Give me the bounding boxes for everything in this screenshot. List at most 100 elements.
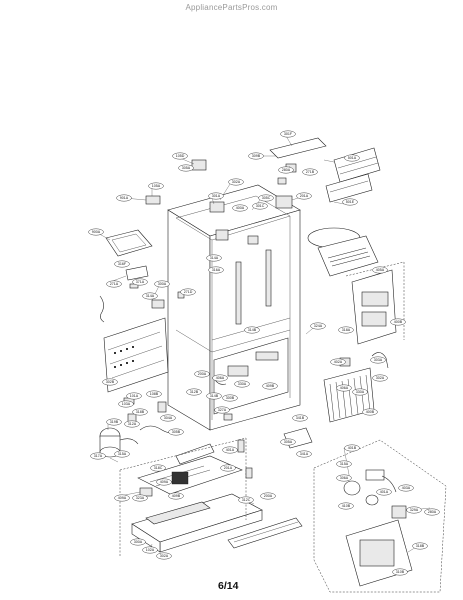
callout-text: 330A (356, 390, 365, 394)
callout-305a: 305A (280, 438, 296, 446)
callout-101a: 101A (126, 392, 142, 400)
page-number: 6/14 (218, 580, 239, 592)
callout-329a: 329A (406, 506, 422, 514)
callout-401b: 401B (344, 444, 360, 452)
callout-315a: 315A (114, 450, 130, 458)
callout-text: 108B (150, 392, 159, 396)
callout-text: 102A (146, 548, 155, 552)
callout-text: 314B (248, 328, 257, 332)
callout-text: 101A (130, 394, 139, 398)
callout-text: 305A (284, 440, 293, 444)
callout-314b: 314B (206, 392, 222, 400)
callout-text: 501A (348, 156, 357, 160)
callout-314a: 314A (206, 254, 222, 262)
callout-text: 315A (118, 452, 127, 456)
callout-310b: 310B (392, 568, 408, 576)
side-panel (103, 317, 169, 393)
top-parts (269, 137, 381, 203)
callout-501e: 501E (342, 198, 358, 206)
callout-text: 310B (396, 570, 405, 574)
callout-text: 410B (342, 504, 351, 508)
small-parts-left (99, 159, 207, 323)
callout-text: 501E (346, 200, 355, 204)
callout-text: 314A (146, 294, 155, 298)
callout-403a: 403A (398, 484, 414, 492)
evaporator-cover (307, 227, 405, 345)
callout-324a: 324A (310, 322, 326, 330)
callout-text: 409A (118, 496, 127, 500)
callout-312c: 312C (238, 496, 254, 504)
callout-300b: 300B (222, 394, 238, 402)
callout-text: 201A (300, 194, 309, 198)
callout-text: 327A (218, 408, 227, 412)
callout-text: 314A (210, 256, 219, 260)
callout-901a: 901A (116, 194, 132, 202)
callout-text: 305B (172, 430, 181, 434)
callout-text: 200A (198, 372, 207, 376)
callout-406a: 406A (336, 384, 352, 392)
callout-406a: 406A (212, 374, 228, 382)
callout-315a: 315A (336, 460, 352, 468)
callout-text: 312A (128, 422, 137, 426)
callout-330a: 330A (352, 388, 368, 396)
callout-text: 319B (110, 420, 119, 424)
callout-text: 309B (252, 154, 261, 158)
callout-105a: 105A (148, 182, 164, 190)
callout-text: 301C (256, 204, 265, 208)
callout-text: 103A (122, 402, 131, 406)
callout-330a: 330A (234, 380, 250, 388)
callout-316f: 316F (114, 260, 130, 268)
callout-text: 317A (94, 454, 103, 458)
callout-text: 315A (340, 462, 349, 466)
callout-text: 401A (380, 490, 389, 494)
callout-271b: 271B (302, 168, 318, 176)
callout-401a: 401A (376, 488, 392, 496)
callout-text: 302B (106, 380, 115, 384)
callout-text: 323A (136, 496, 145, 500)
callout-305a: 305A (178, 164, 194, 172)
callout-108b: 108B (146, 390, 162, 398)
callout-201a: 201A (220, 464, 236, 472)
callout-text: 312C (242, 498, 251, 502)
callout-409b: 409B (168, 492, 184, 500)
callout-text: 318C (154, 466, 163, 470)
callout-201a: 201A (296, 192, 312, 200)
callout-312a: 312A (124, 420, 140, 428)
callout-280a: 280A (278, 166, 294, 174)
callout-402a: 402A (330, 358, 346, 366)
callout-409b: 409B (262, 382, 278, 390)
callout-316a: 316A (208, 266, 224, 274)
callout-text: 304A (164, 416, 173, 420)
callout-305b: 305B (168, 428, 184, 436)
callout-302a: 302A (372, 374, 388, 382)
callout-327a: 327A (214, 406, 230, 414)
callout-103a: 103A (118, 400, 134, 408)
dispenser-inset (313, 439, 447, 593)
callout-text: 318B (416, 544, 425, 548)
callout-text: 280A (282, 168, 291, 172)
callout-323a: 323A (132, 494, 148, 502)
callout-text: 312B (190, 390, 199, 394)
callout-341a: 341A (296, 450, 312, 458)
callout-text: 405A (376, 268, 385, 272)
callout-text: 318B (136, 410, 145, 414)
callout-501a: 501A (344, 154, 360, 162)
callout-text: 302A (160, 554, 169, 558)
callout-105d: 105D (172, 152, 188, 160)
callout-text: 316F (118, 262, 127, 266)
callout-409a: 409A (156, 478, 172, 486)
callout-318c: 318C (150, 464, 166, 472)
callout-317a: 317A (90, 452, 106, 460)
callout-text: 400B (394, 320, 403, 324)
callout-text: 329A (410, 508, 419, 512)
callout-301c: 301C (252, 202, 268, 210)
callout-318a: 318A (338, 326, 354, 334)
callout-text: 406A (340, 386, 349, 390)
callout-text: 900A (92, 230, 101, 234)
callout-409a: 409A (114, 494, 130, 502)
callout-271d: 271D (180, 288, 196, 296)
callout-271a: 271A (106, 280, 122, 288)
cabinet-assembly (167, 184, 301, 431)
callout-text: 300A (134, 540, 143, 544)
